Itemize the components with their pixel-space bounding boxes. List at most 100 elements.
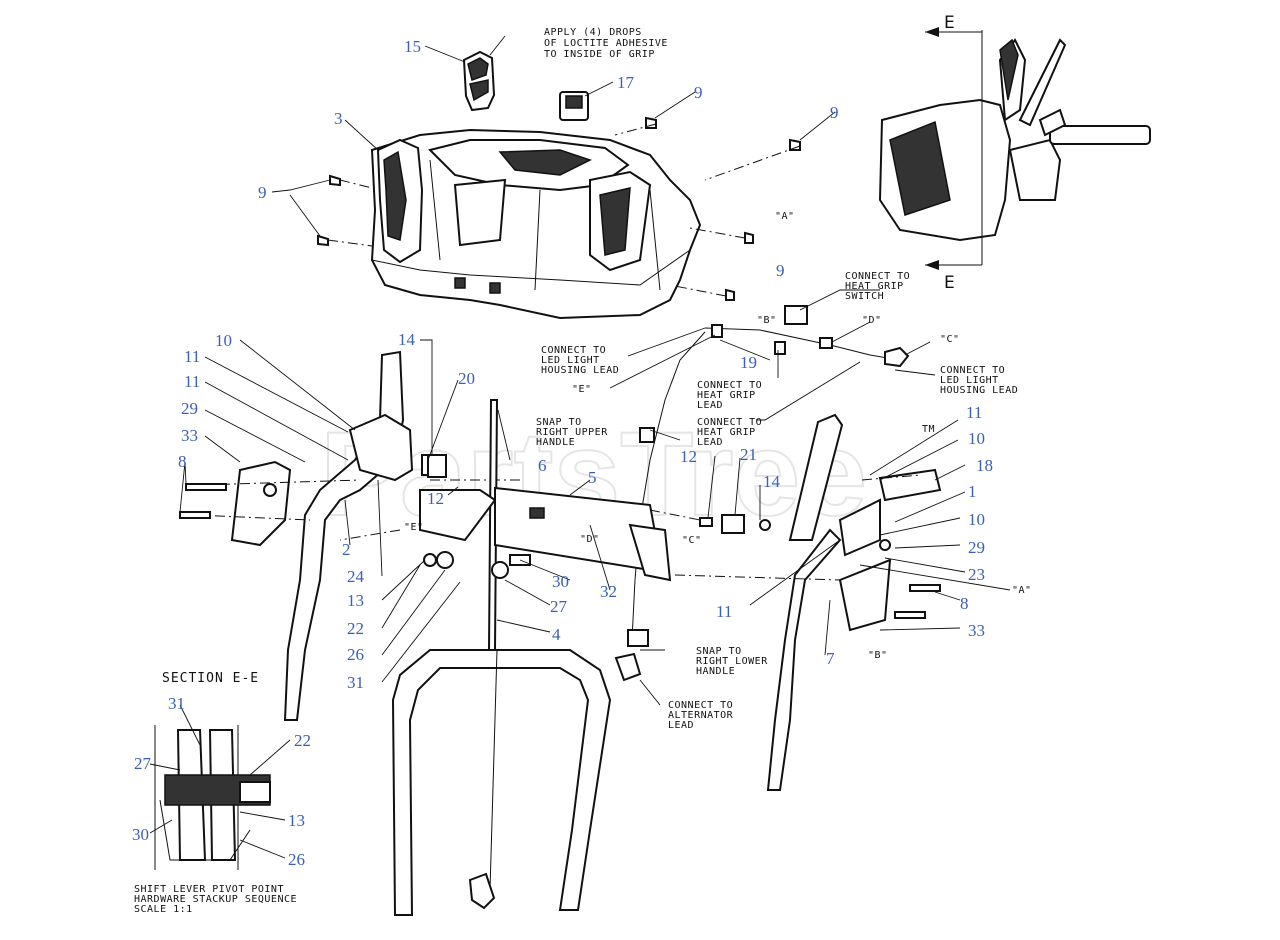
svg-text:"B": "B" (757, 315, 777, 326)
svg-text:SWITCH: SWITCH (845, 291, 884, 302)
svg-text:SHIFT LEVER PIVOT POINT: SHIFT LEVER PIVOT POINT (134, 884, 284, 895)
callout: 31 (168, 694, 185, 713)
callout: 26 (347, 645, 364, 664)
svg-text:SNAP TO: SNAP TO (696, 646, 742, 657)
switch-part (559, 91, 589, 121)
note-loctite: APPLY (4) DROPS OF LOCTITE ADHESIVE TO I… (544, 27, 667, 60)
callout: 11 (184, 372, 200, 391)
callout: 26 (288, 850, 305, 869)
callout: 7 (826, 649, 835, 668)
svg-text:"A": "A" (775, 211, 795, 222)
callout: 27 (550, 597, 568, 616)
svg-text:HOUSING LEAD: HOUSING LEAD (940, 385, 1018, 396)
callout: 9 (830, 103, 839, 122)
svg-text:ALTERNATOR: ALTERNATOR (668, 710, 734, 721)
callout: 4 (552, 625, 561, 644)
svg-text:CONNECT TO: CONNECT TO (697, 380, 762, 391)
callout: 10 (968, 429, 985, 448)
callout: 11 (716, 602, 732, 621)
callout: 11 (966, 403, 982, 422)
callout: 24 (347, 567, 365, 586)
callout: 8 (178, 452, 187, 471)
svg-text:"E": "E" (572, 384, 592, 395)
svg-text:CONNECT TO: CONNECT TO (940, 365, 1005, 376)
svg-text:HEAT GRIP: HEAT GRIP (845, 281, 904, 292)
callout: 6 (538, 456, 547, 475)
note-heat-grip-lead-2: CONNECT TO HEAT GRIP LEAD (697, 417, 762, 448)
svg-text:CONNECT TO: CONNECT TO (541, 345, 606, 356)
callout: 12 (427, 489, 444, 508)
callout: 12 (680, 447, 697, 466)
pivot-detail-view (154, 725, 271, 870)
callout: 9 (258, 183, 267, 202)
callout: 8 (960, 594, 969, 613)
callout: 29 (181, 399, 198, 418)
callout: 11 (184, 347, 200, 366)
svg-text:"D": "D" (580, 534, 600, 545)
right-upper-handle (766, 413, 942, 791)
svg-text:"A": "A" (1012, 585, 1032, 596)
section-mark-top: E (944, 13, 955, 33)
callout: 20 (458, 369, 475, 388)
note-heat-grip-lead-1: CONNECT TO HEAT GRIP LEAD (697, 380, 762, 411)
svg-text:"B": "B" (868, 650, 888, 661)
section-mark-bottom: E (944, 273, 955, 293)
svg-text:CONNECT TO: CONNECT TO (697, 417, 762, 428)
callout: 9 (776, 261, 785, 280)
callout: 33 (181, 426, 198, 445)
callout: 21 (740, 445, 757, 464)
svg-text:RIGHT UPPER: RIGHT UPPER (536, 427, 608, 438)
callout: 29 (968, 538, 985, 557)
svg-text:LEAD: LEAD (668, 720, 694, 731)
callout: 13 (288, 811, 305, 830)
svg-text:HARDWARE STACKUP SEQUENCE: HARDWARE STACKUP SEQUENCE (134, 894, 297, 905)
leader-lines (149, 35, 1011, 859)
section-title: SECTION E-E (162, 671, 259, 686)
svg-text:SNAP TO: SNAP TO (536, 417, 582, 428)
left-upper-handle (283, 350, 447, 721)
callout: 3 (334, 109, 343, 128)
lower-handle (391, 649, 612, 916)
reference-letters: "A" "A" "B" "B" "C" "C" "D" "D" "E" "E" (404, 211, 1032, 661)
left-bracket (230, 460, 292, 547)
svg-text:LEAD: LEAD (697, 437, 723, 448)
svg-text:LED LIGHT: LED LIGHT (541, 355, 600, 366)
callout: 9 (694, 83, 703, 102)
callout: 33 (968, 621, 985, 640)
watermark-tm: TM (922, 424, 935, 435)
callout: 2 (342, 540, 351, 559)
svg-text:"D": "D" (862, 315, 882, 326)
svg-text:HEAT GRIP: HEAT GRIP (697, 427, 756, 438)
screw-parts (317, 116, 801, 301)
wiring-harness (614, 305, 910, 682)
grip-cover-part (462, 50, 496, 112)
callout: 30 (132, 825, 149, 844)
callout: 13 (347, 591, 364, 610)
callout: 10 (968, 510, 985, 529)
svg-text:RIGHT LOWER: RIGHT LOWER (696, 656, 768, 667)
callout: 15 (404, 37, 421, 56)
svg-text:SCALE 1:1: SCALE 1:1 (134, 904, 193, 915)
note-heat-grip-switch: CONNECT TO HEAT GRIP SWITCH (845, 271, 910, 302)
callout: 5 (588, 468, 597, 487)
svg-text:LED LIGHT: LED LIGHT (940, 375, 999, 386)
callout: 27 (134, 754, 152, 773)
callout: 1 (968, 482, 977, 501)
svg-text:TO INSIDE OF GRIP: TO INSIDE OF GRIP (544, 49, 655, 60)
callout: 22 (347, 619, 364, 638)
note-alternator: CONNECT TO ALTERNATOR LEAD (668, 700, 734, 731)
svg-text:LEAD: LEAD (697, 400, 723, 411)
svg-text:HANDLE: HANDLE (536, 437, 575, 448)
note-snap-lower: SNAP TO RIGHT LOWER HANDLE (696, 646, 768, 677)
svg-text:"C": "C" (940, 334, 960, 345)
svg-text:HANDLE: HANDLE (696, 666, 735, 677)
callout: 10 (215, 331, 232, 350)
callout: 32 (600, 582, 617, 601)
svg-text:CONNECT TO: CONNECT TO (845, 271, 910, 282)
left-bolts (179, 483, 227, 519)
console-part (370, 128, 702, 320)
callout: 22 (294, 731, 311, 750)
svg-text:APPLY (4) DROPS: APPLY (4) DROPS (544, 27, 642, 38)
note-snap-upper: SNAP TO RIGHT UPPER HANDLE (536, 417, 608, 448)
